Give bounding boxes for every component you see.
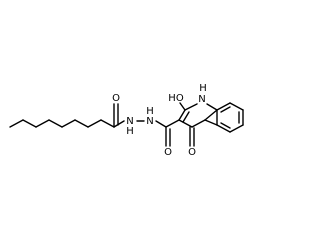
- bond-c2-n1: [184, 103, 198, 111]
- benzene-ring: [204, 102, 244, 133]
- bond-c2-c3: [22, 119, 37, 128]
- bond-c1-c2: [9, 119, 24, 128]
- bond-c4a-link: [204, 119, 218, 126]
- hydrazide-n-left-label: N: [126, 116, 133, 127]
- amide-oxygen-label: O: [112, 93, 120, 104]
- hydrazide-h-left-label: H: [126, 126, 134, 137]
- bond-n1-c8a: [206, 103, 218, 111]
- bond-c5-c4a: [216, 124, 231, 133]
- atom-labels: O N H N H O HO H N O: [112, 83, 207, 158]
- hydrazide-h-right-label: H: [146, 106, 154, 117]
- carboxamide-carbonyl: [165, 119, 180, 147]
- bond-c8-c9: [100, 119, 115, 128]
- bond-c3-c4: [178, 119, 193, 128]
- bond-c6-c7: [74, 119, 89, 128]
- bond-c6-c5: [229, 124, 244, 133]
- alkyl-chain: [9, 119, 115, 128]
- bond-c4-c4a: [191, 119, 206, 128]
- bond-c10-c3q: [165, 119, 180, 128]
- bond-c3-c2: [178, 109, 186, 121]
- carbonyl-oxygen-label: O: [164, 147, 172, 158]
- bond-c7-c8: [87, 119, 102, 128]
- ring-oxygen-label: O: [188, 147, 196, 158]
- bond-c8-c7: [229, 102, 244, 111]
- amide-carbonyl: [113, 103, 125, 128]
- bond-n2-c10: [155, 120, 167, 128]
- pyridone-ring: [178, 102, 218, 147]
- hydrazide-n-right-label: N: [146, 116, 153, 127]
- bond-benz-inner-3: [220, 122, 231, 129]
- bond-c3-c2-double: [182, 111, 190, 123]
- bond-c8a-c8: [216, 102, 231, 111]
- bond-c2-oh: [179, 102, 186, 111]
- ring-n-label: N: [198, 94, 205, 105]
- hydrazide-linker: [136, 120, 167, 128]
- bond-c4a-c8a: [204, 109, 218, 121]
- chemical-structure-diagram: O N H N H O HO H N O: [9, 83, 244, 158]
- bond-c5-c6: [61, 119, 76, 128]
- ring-nh-h-label: H: [199, 83, 207, 94]
- bond-c4-c5: [48, 119, 63, 128]
- bond-c9-n1: [113, 120, 125, 128]
- bond-c3-c4: [35, 119, 50, 128]
- bond-benz-inner-1: [220, 106, 231, 113]
- hydroxy-label: HO: [168, 93, 184, 104]
